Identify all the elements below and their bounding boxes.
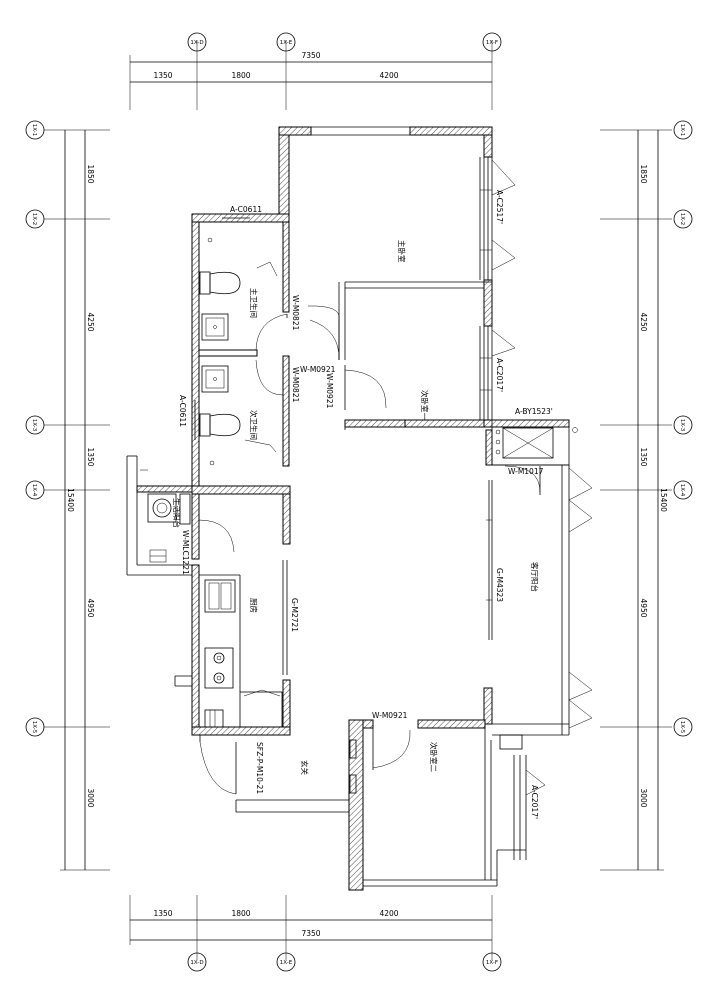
dim-top-total: 7350: [301, 51, 320, 60]
dim-right-total: 15400: [659, 488, 668, 512]
label-w-m0821-a: W-M0821: [291, 295, 300, 331]
dim-top-seg-2: 1800: [231, 71, 250, 80]
left-dimension-chain: 1850 4250 1350 4950 3000 15400: [44, 129, 110, 871]
label-a-c2517: A-C2517': [495, 190, 504, 224]
label-w-m1017: W-M1017: [508, 467, 544, 476]
fixtures: [140, 237, 578, 728]
room-guest-bath: 次卫生间: [249, 410, 259, 440]
axis-bottom-e: 1X-E: [280, 960, 293, 966]
axis-top-d: 1X-D: [190, 40, 203, 46]
label-g-m4323: G-M4323: [495, 568, 504, 602]
room-master-bedroom: 主卧室: [397, 240, 407, 263]
room-entrance: 玄关: [300, 760, 310, 775]
right-dimension-chain: 1850 4250 1350 4950 3000 15400: [600, 129, 672, 871]
dim-right-seg-4: 4950: [639, 598, 648, 617]
axis-right-4: 1X-4: [679, 484, 685, 497]
axis-right-5: 1X-5: [679, 721, 685, 734]
axis-left-5: 1X-5: [31, 721, 37, 734]
stove-icon: [204, 647, 234, 689]
sink-icon: [201, 365, 229, 393]
label-a-c2017-bot: A-C2017': [530, 785, 539, 819]
opening-labels: A-C0611 A-C0611 A-C2517' A-C2017' A-C201…: [178, 190, 553, 819]
dim-left-seg-5: 3000: [86, 788, 95, 807]
label-w-m0821-b: W-M0821: [291, 367, 300, 403]
room-master-bath: 主卫生间: [249, 288, 259, 318]
dim-bottom-seg-1: 1350: [153, 909, 172, 918]
doors: [198, 159, 593, 796]
top-axis-bubbles: 1X-D 1X-E 1X-F: [187, 32, 502, 52]
axis-top-f: 1X-F: [486, 40, 498, 46]
label-w-m0921-b: W-M0921: [325, 373, 334, 409]
axis-left-1: 1X-1: [31, 124, 37, 136]
dim-top-seg-1: 1350: [153, 71, 172, 80]
axis-right-1: 1X-1: [679, 124, 685, 136]
left-axis-bubbles: 1X-1 1X-2 1X-3 1X-4 1X-5: [25, 120, 45, 737]
label-a-c2017-mid: A-C2017': [495, 358, 504, 392]
axis-left-3: 1X-3: [31, 419, 37, 432]
top-dimension-chain: 7350 1350 1800 4200: [129, 40, 493, 110]
room-kitchen: 厨房: [249, 598, 259, 613]
dim-right-seg-1: 1850: [639, 164, 648, 183]
washing-machine-icon: [147, 493, 177, 523]
bottom-axis-bubbles: 1X-D 1X-E 1X-F: [187, 952, 502, 972]
axis-bottom-f: 1X-F: [486, 960, 498, 966]
label-a-c0611-top: A-C0611: [230, 205, 262, 214]
dim-left-total: 15400: [66, 488, 75, 512]
dim-bottom-seg-2: 1800: [231, 909, 250, 918]
label-a-by1523: A-BY1523': [515, 407, 553, 416]
windows: [191, 157, 493, 675]
dim-left-seg-2: 4250: [86, 312, 95, 331]
dim-left-seg-3: 1350: [86, 447, 95, 466]
label-a-c0611-left: A-C0611: [178, 395, 187, 427]
dim-right-seg-5: 3000: [639, 788, 648, 807]
kitchen-sink-icon: [204, 579, 236, 613]
room-bedroom-2: 次卧室二: [429, 742, 439, 772]
label-w-m0921-c: W-M0921: [372, 711, 408, 720]
room-laundry-balcony: 生活阳台: [172, 498, 182, 528]
axis-right-3: 1X-3: [679, 419, 685, 432]
axis-left-2: 1X-2: [31, 213, 37, 225]
bottom-dimension-chain: 1350 1800 4200 7350: [129, 895, 493, 960]
dim-bottom-total: 7350: [301, 929, 320, 938]
fridge-icon: [239, 689, 283, 728]
dim-left-seg-1: 1850: [86, 164, 95, 183]
axis-left-4: 1X-4: [31, 484, 37, 497]
axis-right-2: 1X-2: [679, 213, 685, 225]
label-w-m0921-a: W-M0921: [300, 365, 336, 374]
dim-bottom-seg-3: 4200: [379, 909, 398, 918]
dim-left-seg-4: 4950: [86, 598, 95, 617]
label-g-m2721: G-M2721: [290, 598, 299, 632]
toilet-icon: [199, 271, 241, 295]
dim-top-seg-3: 4200: [379, 71, 398, 80]
toilet-icon: [199, 413, 241, 437]
right-axis-bubbles: 1X-1 1X-2 1X-3 1X-4 1X-5: [673, 120, 693, 737]
sink-icon: [201, 313, 229, 341]
walls: [126, 126, 570, 891]
axis-bottom-d: 1X-D: [190, 960, 203, 966]
room-bedroom-1: 次卧室一: [420, 390, 430, 420]
label-w-mlc1221: W-MLC1221: [181, 530, 190, 575]
room-labels: 主卧室 主卫生间 次卧室一 次卫生间 生活阳台 厨房 客厅阳台 次卧室二 玄关: [172, 240, 540, 775]
axis-top-e: 1X-E: [280, 40, 293, 46]
room-living-balcony: 客厅阳台: [530, 562, 540, 592]
dim-right-seg-2: 4250: [639, 312, 648, 331]
label-sfz-door: SFZ-P-M10-21: [255, 742, 264, 794]
dim-right-seg-3: 1350: [639, 447, 648, 466]
